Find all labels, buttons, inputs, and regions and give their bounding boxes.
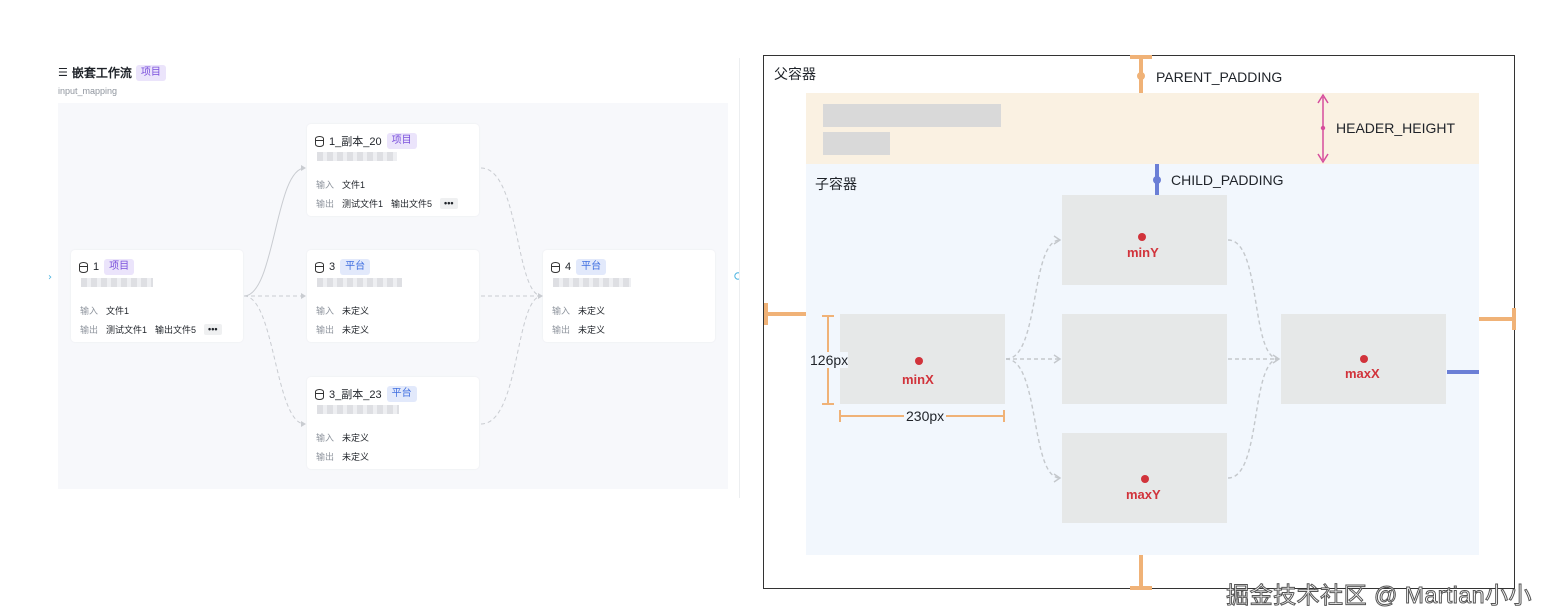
node-name: 3_副本_23 [329, 389, 382, 401]
output-value: 未定义 [342, 325, 370, 335]
node-name: 1_副本_20 [329, 136, 382, 148]
database-icon [315, 388, 324, 400]
minx-label: minX [902, 372, 934, 387]
edge-3copy-to-4 [480, 295, 543, 425]
maxy-dot [1141, 475, 1149, 483]
header-placeholder-bar [823, 104, 1001, 127]
database-icon [79, 261, 88, 273]
output-key: 输出 [316, 199, 335, 209]
blurred-description [317, 278, 402, 287]
svg-text:›: › [48, 272, 52, 283]
more-button[interactable]: ••• [440, 198, 458, 209]
node-tag: 项目 [386, 133, 417, 149]
maxx-label: maxX [1345, 366, 1380, 381]
input-value: 文件1 [342, 180, 366, 190]
child-container-label: 子容器 [815, 176, 857, 192]
input-value: 文件1 [106, 306, 130, 316]
workflow-title-tag: 项目 [135, 64, 166, 81]
input-key: 输入 [316, 180, 335, 190]
output-value: 测试文件1 [342, 199, 384, 209]
parent-padding-label: PARENT_PADDING [1156, 69, 1283, 85]
node-tag: 平台 [576, 259, 607, 275]
workflow-icon: ☰ [58, 67, 68, 79]
blurred-description [553, 278, 631, 287]
database-icon [551, 261, 560, 273]
output-value: 输出文件5 [391, 199, 433, 209]
parent-container-label: 父容器 [774, 66, 816, 82]
blurred-description [317, 405, 399, 414]
node-name: 1 [93, 261, 100, 273]
more-button[interactable]: ••• [204, 324, 222, 335]
node-name: 4 [565, 261, 572, 273]
width-dimension-label: 230px [904, 408, 947, 424]
maxy-label: maxY [1126, 487, 1161, 502]
input-value: 未定义 [578, 306, 606, 316]
edge-1copy-to-4 [480, 167, 543, 297]
output-key: 输出 [552, 325, 571, 335]
workflow-title-text: 嵌套工作流 [71, 66, 132, 80]
output-value: 测试文件1 [106, 325, 148, 335]
blurred-description [81, 278, 153, 287]
box-middle [1062, 314, 1227, 404]
input-value: 未定义 [342, 306, 370, 316]
output-value: 未定义 [578, 325, 606, 335]
header-height-label: HEADER_HEIGHT [1336, 120, 1456, 136]
maxx-dot [1360, 355, 1368, 363]
node-3-copy-23[interactable]: 3_副本_23 平台 输入未定义 输出未定义 [307, 377, 479, 469]
header-band [806, 93, 1479, 164]
workflow-title: ☰ 嵌套工作流 项目 [58, 64, 166, 81]
output-key: 输出 [80, 325, 99, 335]
miny-dot [1138, 233, 1146, 241]
input-key: 输入 [80, 306, 99, 316]
miny-label: minY [1127, 245, 1159, 260]
node-tag: 项目 [104, 259, 135, 275]
node-name: 3 [329, 261, 336, 273]
minx-dot [915, 357, 923, 365]
workflow-edges: › [48, 165, 740, 427]
node-1[interactable]: 1 项目 输入文件1 输出测试文件1 输出文件5 ••• [71, 250, 243, 342]
node-tag: 平台 [340, 259, 371, 275]
input-key: 输入 [552, 306, 571, 316]
workflow-subtitle: input_mapping [58, 86, 118, 96]
blurred-description [317, 152, 397, 161]
output-value: 输出文件5 [155, 325, 197, 335]
input-key: 输入 [316, 433, 335, 443]
input-value: 未定义 [342, 433, 370, 443]
panel-divider [739, 58, 740, 498]
node-1-copy-20[interactable]: 1_副本_20 项目 输入文件1 输出测试文件1 输出文件5 ••• [307, 124, 479, 216]
database-icon [315, 261, 324, 273]
output-value: 未定义 [342, 452, 370, 462]
child-padding-label: CHILD_PADDING [1171, 172, 1284, 188]
header-placeholder-bar [823, 132, 890, 155]
watermark: 掘金技术社区 @ Martian小小 [1226, 582, 1532, 609]
node-4[interactable]: 4 平台 输入未定义 输出未定义 [543, 250, 715, 342]
output-key: 输出 [316, 325, 335, 335]
node-3[interactable]: 3 平台 输入未定义 输出未定义 [307, 250, 479, 342]
edge-1-to-1copy [243, 167, 306, 297]
database-icon [315, 135, 324, 147]
output-key: 输出 [316, 452, 335, 462]
height-dimension-label: 126px [810, 352, 849, 368]
input-key: 输入 [316, 306, 335, 316]
node-tag: 平台 [386, 386, 417, 402]
